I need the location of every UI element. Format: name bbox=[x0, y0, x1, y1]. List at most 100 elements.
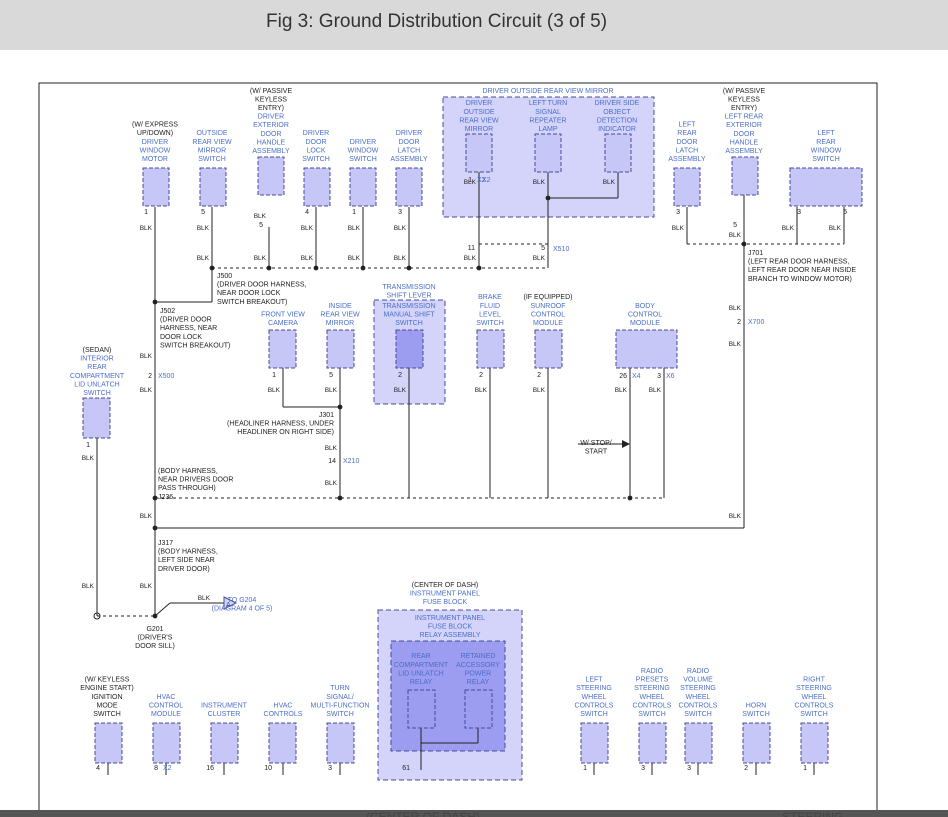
sunroof-module-label-line: SUNROOF bbox=[531, 303, 566, 310]
ref-symbol-text: A bbox=[226, 602, 231, 609]
wire-label-blk: BLK bbox=[729, 513, 742, 520]
j500-splice-label-line: (DRIVER DOOR HARNESS, bbox=[217, 282, 307, 289]
wire-label-blk: BLK bbox=[729, 341, 742, 348]
driver-door-handle-label-line: DRIVER bbox=[258, 114, 284, 121]
hvac-module-label-line: HVAC bbox=[157, 694, 176, 701]
wire-label-blk: BLK bbox=[475, 387, 488, 394]
driver-door-handle-box[interactable] bbox=[257, 156, 285, 196]
left-rear-door-handle-box[interactable] bbox=[731, 156, 759, 196]
left-steering-switch-pin: 1 bbox=[583, 765, 587, 772]
hvac-controls-box[interactable] bbox=[268, 722, 297, 764]
driver-outside-mirror-box[interactable] bbox=[465, 133, 493, 173]
j701-splice-label-line: LEFT REAR DOOR NEAR INSIDE bbox=[748, 267, 856, 274]
rear-lid-relay-pin: 61 bbox=[402, 765, 410, 772]
wire-label-blk: BLK bbox=[394, 225, 407, 232]
driver-door-handle-label-line: KEYLESS bbox=[255, 96, 287, 103]
center-dash-title-line: INSTRUMENT PANEL bbox=[410, 591, 480, 598]
connector-x500: X500 bbox=[158, 373, 174, 380]
left-rear-door-latch-label-line: LATCH bbox=[676, 147, 698, 154]
trans-shift-switch-pin: 2 bbox=[398, 372, 402, 379]
driver-window-motor-label-line: (W/ EXPRESS bbox=[132, 122, 178, 129]
j500-splice-label-line: J500 bbox=[217, 273, 232, 280]
interior-lid-switch-label-line: (SEDAN) bbox=[83, 347, 112, 354]
driver-window-switch-box[interactable] bbox=[349, 167, 377, 207]
j502-splice-label-line: SWITCH BREAKOUT) bbox=[160, 342, 230, 349]
left-turn-repeater-label-line: SIGNAL bbox=[535, 109, 561, 116]
wire-label-blk: BLK bbox=[464, 255, 477, 262]
driver-side-detection-label-line: OBJECT bbox=[603, 109, 631, 116]
instrument-cluster-pin: 16 bbox=[206, 765, 214, 772]
right-steering-switch-label-line: STEERING bbox=[796, 685, 832, 692]
inside-mirror-label-line: MIRROR bbox=[326, 320, 354, 327]
inside-mirror-label-line: INSIDE bbox=[328, 303, 352, 310]
left-turn-repeater-label-line: LAMP bbox=[538, 126, 557, 133]
wire-label-blk: BLK bbox=[254, 255, 267, 262]
j502-splice-label-line: HARNESS, NEAR bbox=[160, 325, 217, 332]
radio-presets-switch-box[interactable] bbox=[638, 722, 667, 764]
wire-label-blk: BLK bbox=[140, 353, 153, 360]
left-rear-window-switch-box[interactable] bbox=[789, 167, 863, 207]
driver-door-handle-pin: 5 bbox=[259, 222, 263, 229]
trans-shift-switch-label-line: MANUAL SHIFT bbox=[383, 311, 435, 318]
radio-volume-switch-box[interactable] bbox=[684, 722, 713, 764]
interior-lid-switch-box[interactable] bbox=[82, 397, 111, 439]
radio-volume-switch-label-line: SWITCH bbox=[684, 711, 712, 718]
front-view-camera-box[interactable] bbox=[268, 329, 297, 369]
left-rear-door-handle-label-line: (W/ PASSIVE bbox=[723, 88, 766, 95]
sunroof-module-box[interactable] bbox=[534, 329, 563, 369]
driver-side-detection-box[interactable] bbox=[604, 133, 632, 173]
left-steering-switch-box[interactable] bbox=[580, 722, 609, 764]
instrument-cluster-label-line: CLUSTER bbox=[208, 711, 241, 718]
hvac-controls-label-line: CONTROLS bbox=[264, 711, 303, 718]
interior-lid-switch-label-line: SWITCH bbox=[83, 390, 111, 397]
ref-label-line: TO G204 bbox=[228, 597, 257, 604]
retained-power-relay-box[interactable] bbox=[464, 689, 493, 729]
interior-lid-switch-label-line: COMPARTMENT bbox=[70, 373, 125, 380]
right-steering-switch-pin: 1 bbox=[803, 765, 807, 772]
turn-signal-switch-box[interactable] bbox=[326, 722, 355, 764]
left-turn-repeater-box[interactable] bbox=[534, 133, 562, 173]
driver-window-motor-box[interactable] bbox=[142, 167, 170, 207]
trans-shift-switch-label-line: SWITCH bbox=[395, 320, 423, 327]
outside-mirror-switch-box[interactable] bbox=[199, 167, 227, 207]
instrument-cluster-box[interactable] bbox=[210, 722, 239, 764]
brake-fluid-switch-box[interactable] bbox=[476, 329, 505, 369]
ground-symbol bbox=[93, 612, 101, 620]
left-rear-door-latch-box[interactable] bbox=[673, 167, 701, 207]
fuse-relay-title-line: FUSE BLOCK bbox=[428, 624, 473, 631]
radio-volume-switch-label-line: STEERING bbox=[680, 685, 716, 692]
rear-lid-relay-box[interactable] bbox=[407, 689, 436, 729]
right-steering-switch-box[interactable] bbox=[800, 722, 829, 764]
turn-signal-switch-label-line: SIGNAL/ bbox=[326, 694, 354, 701]
ignition-switch-box[interactable] bbox=[94, 722, 123, 764]
outside-mirror-switch-pin: 5 bbox=[201, 209, 205, 216]
left-turn-repeater-label-line: REPEATER bbox=[529, 117, 566, 124]
radio-presets-switch-label-line: SWITCH bbox=[638, 711, 666, 718]
hvac-module-box[interactable] bbox=[152, 722, 181, 764]
pin-2: 2 bbox=[737, 319, 741, 326]
driver-door-lock-switch-box[interactable] bbox=[303, 167, 331, 207]
label-layer: (W/ EXPRESSUP/DOWN)DRIVERWINDOWMOTOR1OUT… bbox=[70, 88, 856, 772]
ground-label-line: (DRIVER'S bbox=[138, 635, 173, 642]
driver-door-lock-switch-label-line: SWITCH bbox=[302, 156, 330, 163]
j317-splice-label-line: J317 bbox=[158, 540, 173, 547]
inside-mirror-box[interactable] bbox=[326, 329, 355, 369]
retained-power-relay-label-line: ACCESSORY bbox=[456, 662, 500, 669]
wire-label-blk: BLK bbox=[464, 179, 477, 186]
pin-2: 2 bbox=[148, 373, 152, 380]
trans-shift-switch-box[interactable] bbox=[395, 329, 424, 369]
brake-fluid-switch-label-line: LEVEL bbox=[479, 311, 501, 318]
interior-lid-switch-pin: 1 bbox=[86, 442, 90, 449]
wire-label-blk: BLK bbox=[140, 225, 153, 232]
retained-power-relay-label-line: RELAY bbox=[467, 679, 490, 686]
right-steering-switch-label-line: SWITCH bbox=[800, 711, 828, 718]
j701-splice-label-line: J701 bbox=[748, 250, 763, 257]
horn-switch-box[interactable] bbox=[742, 722, 771, 764]
body-control-module-box[interactable] bbox=[615, 329, 678, 369]
radio-presets-switch-pin: 3 bbox=[641, 765, 645, 772]
hvac-module-label-line: CONTROL bbox=[149, 702, 183, 709]
j301-splice-label-line: HEADLINER ON RIGHT SIDE) bbox=[237, 429, 334, 436]
driver-door-latch-box[interactable] bbox=[395, 167, 423, 207]
wires bbox=[96, 172, 845, 775]
driver-door-lock-switch-pin: 4 bbox=[305, 209, 309, 216]
